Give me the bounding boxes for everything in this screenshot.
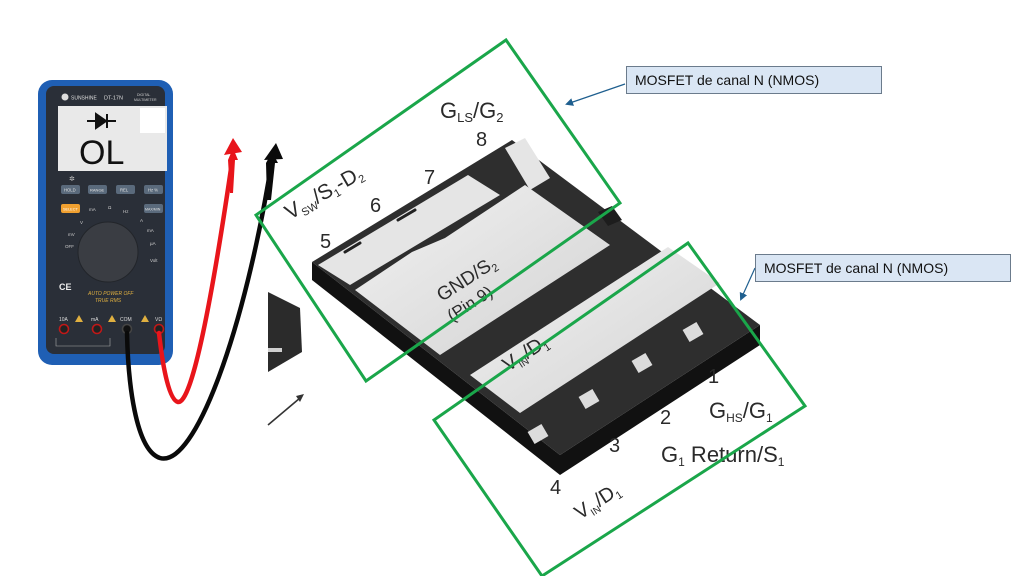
svg-text:A: A (140, 218, 143, 223)
label-g1-return-s1: G1 Return/S1 (661, 442, 785, 469)
lcd-reading: OL (79, 134, 124, 172)
jack-label-com: COM (120, 317, 132, 323)
top-mosfet-highlight (253, 37, 623, 384)
black-probe-lead (124, 157, 275, 461)
select-label: SELECT (63, 208, 78, 212)
hz-button[interactable] (144, 185, 163, 194)
svg-text:Volt: Volt (150, 258, 158, 263)
range-label: RANGE (90, 188, 105, 193)
pad-pin8 (505, 138, 550, 190)
range-button[interactable] (88, 185, 107, 194)
label-vsw-s1-d2: VSW/S1-D2 (281, 161, 368, 226)
black-probe-arrowhead-icon (264, 143, 283, 160)
pin-number-4: 4 (550, 477, 561, 499)
diode-symbol-icon (87, 112, 116, 130)
select-button[interactable] (61, 204, 80, 213)
svg-text:µA: µA (150, 241, 156, 246)
pin-4-pad (527, 423, 549, 445)
rel-button[interactable] (116, 185, 135, 194)
pin-number-2: 2 (660, 407, 671, 429)
pin-number-7: 7 (424, 167, 435, 189)
probe-leads (124, 138, 283, 461)
dial-labels: mA Ω Hz A mA µA Volt V mV OFF (65, 205, 158, 263)
warning-icon (108, 315, 116, 322)
callout-arrow-top (565, 83, 626, 106)
brand-name: SUNSHINE (71, 96, 98, 102)
bottom-mosfet-highlight (431, 240, 808, 576)
type-label: DIGITAL (137, 93, 150, 97)
jack-ma[interactable] (91, 323, 103, 335)
orientation-arrow-icon (267, 397, 301, 426)
svg-text:OFF: OFF (65, 244, 74, 249)
input-jacks: 10A mA COM VΩ (55, 315, 165, 347)
auto-power-off-text: AUTO POWER OFF (87, 291, 134, 297)
warning-icon (75, 315, 83, 322)
ce-mark: CE (59, 282, 72, 292)
lcd-glare (140, 108, 165, 133)
red-probe-lead (156, 152, 236, 405)
pin-1-pad (682, 321, 704, 343)
svg-text:Hz: Hz (123, 209, 129, 214)
adjacent-package-fragment (268, 292, 302, 372)
pin-number-6: 6 (370, 195, 381, 217)
type-label-2: MULTIMETER (134, 98, 157, 102)
model-name: DT-17N (104, 96, 123, 102)
pin-number-3: 3 (609, 435, 620, 457)
jack-label-ma: mA (91, 317, 99, 323)
label-ghs-g1: GHS/G1 (709, 398, 773, 425)
red-probe-arrowhead-icon (224, 138, 242, 155)
button-row-2: SELECT MAX/MIN (61, 204, 163, 213)
button-row-1: HOLD RANGE REL Hz % (61, 185, 163, 194)
backlight-icon: ✲ (69, 175, 75, 183)
svg-text:V: V (80, 220, 83, 225)
black-probe-tip-icon (266, 152, 278, 200)
svg-text:mA: mA (89, 207, 96, 212)
maxmin-label: MAX/MIN (145, 208, 161, 212)
pad-corner (598, 206, 622, 226)
label-vin-d1-pin4: VIN/D1 (571, 479, 626, 526)
warning-icon (141, 315, 149, 322)
jack-label-vohm: VΩ (155, 317, 162, 323)
pin-2-pad (631, 352, 653, 374)
adjacent-pad (268, 348, 282, 352)
jack-label-10a: 10A (59, 317, 69, 323)
brand-logo-icon (61, 93, 69, 101)
pad-vin-d1 (470, 247, 720, 413)
true-rms-text: TRUE RMS (95, 298, 122, 304)
label-gls-g2: GLS/G2 (440, 98, 504, 125)
callout-bottom-nmos: MOSFET de canal N (NMOS) (755, 254, 1011, 282)
pad-vsw-strip (318, 175, 500, 285)
jack-10a[interactable] (58, 323, 70, 335)
hz-label: Hz % (148, 188, 158, 193)
multimeter: SUNSHINE DT-17N DIGITAL MULTIMETER OL ✲ … (38, 80, 173, 365)
callout-arrow-bottom (739, 267, 756, 301)
red-probe-tip-icon (228, 148, 238, 193)
callout-top-nmos: MOSFET de canal N (NMOS) (626, 66, 882, 94)
svg-text:Ω: Ω (108, 205, 112, 210)
mosfet-package: GLS/G2 8 7 6 5 VSW/S1-D2 GND/S2 (Pin 9) … (267, 98, 785, 526)
pin-number-8: 8 (476, 129, 487, 151)
hold-button[interactable] (61, 185, 80, 194)
pad-gnd-s2 (355, 185, 610, 355)
svg-text:mA: mA (147, 228, 154, 233)
rel-label: REL (120, 188, 129, 193)
pin-slot-5 (343, 241, 362, 254)
rotary-dial[interactable] (77, 221, 139, 283)
hold-label: HOLD (64, 188, 76, 193)
pin-number-5: 5 (320, 231, 331, 253)
maxmin-button[interactable] (144, 204, 163, 213)
pin-slot-6 (396, 208, 417, 222)
svg-text:mV: mV (68, 232, 75, 237)
orientation-arrowhead (296, 394, 304, 402)
pin-3-pad (578, 388, 600, 410)
pin-number-1: 1 (708, 366, 719, 388)
